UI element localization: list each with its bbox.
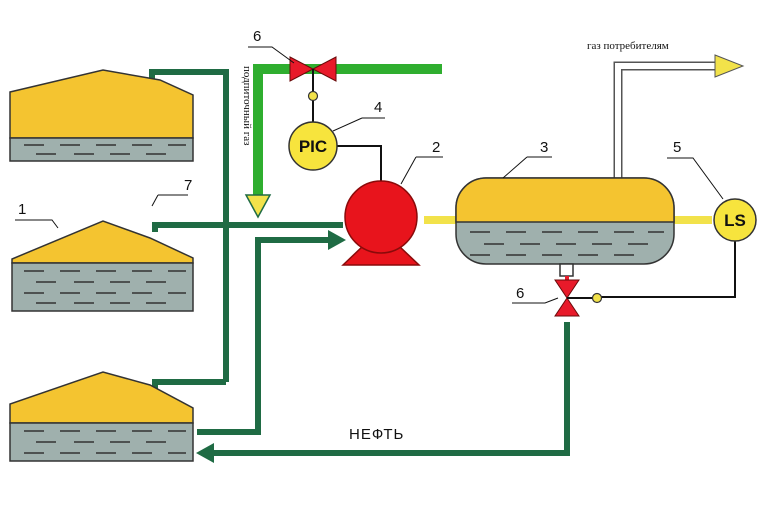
gas-outlet-pipe-outline <box>613 61 715 180</box>
callout-4: 4 <box>374 99 382 116</box>
callout-3: 3 <box>540 139 548 156</box>
callout-2: 2 <box>432 139 440 156</box>
callout-1: 1 <box>18 201 26 218</box>
gas-to-consumers-line <box>613 54 745 180</box>
pic-to-pump-signal <box>337 145 382 183</box>
callout-7: 7 <box>184 177 192 194</box>
makeup-gas-line <box>244 64 442 219</box>
tank-middle-gas-pipe <box>152 222 343 232</box>
oil-label: НЕФТЬ <box>349 426 404 443</box>
storage-tank-top <box>9 69 194 162</box>
pump-inlet-arrow <box>328 230 346 250</box>
separator-gas-space <box>455 177 675 223</box>
valve-top-right <box>311 56 337 82</box>
control-valve-top <box>289 56 337 102</box>
callout-6-bottom: 6 <box>516 285 524 302</box>
pump <box>341 180 421 266</box>
control-valve-bottom <box>554 263 603 317</box>
separator-vessel <box>455 177 675 265</box>
valve-top-actuator <box>307 90 319 102</box>
callout-5: 5 <box>673 139 681 156</box>
oil-piping <box>197 237 570 456</box>
tank-middle-liquid <box>11 262 194 312</box>
valve-top-left <box>289 56 315 82</box>
makeup-gas-pipe <box>253 64 442 198</box>
pump-body <box>344 180 418 254</box>
ls-label: LS <box>724 211 746 230</box>
pic-label: PIC <box>299 137 327 156</box>
storage-tank-bottom <box>9 371 194 462</box>
tank-top-liquid <box>9 137 194 162</box>
oil-flow-arrow <box>196 443 214 463</box>
gas-outlet-pipe <box>615 63 715 180</box>
pic-circle <box>288 121 338 171</box>
gas-outlet-arrow <box>714 54 745 78</box>
makeup-gas-label: подпиточный газ <box>241 66 253 146</box>
ls-to-valve-signal <box>599 240 736 298</box>
separator-drain-nozzle <box>559 263 574 277</box>
valve-bottom-actuator <box>591 292 603 304</box>
makeup-gas-arrow <box>244 194 272 219</box>
oil-return-pipe <box>212 322 570 456</box>
pic-controller: PIC <box>288 121 338 171</box>
tank-top-roof <box>9 69 194 139</box>
oil-suction-pipe <box>197 237 332 435</box>
level-switch: LS <box>713 198 757 242</box>
ls-circle <box>713 198 757 242</box>
callout-leaders <box>15 46 724 304</box>
valve-bottom-upper <box>554 279 580 299</box>
gas-to-consumers-label: газ потребителям <box>587 40 669 52</box>
callout-6-top: 6 <box>253 28 261 45</box>
valve-bottom-lower <box>554 297 580 317</box>
storage-tank-middle <box>11 220 194 312</box>
